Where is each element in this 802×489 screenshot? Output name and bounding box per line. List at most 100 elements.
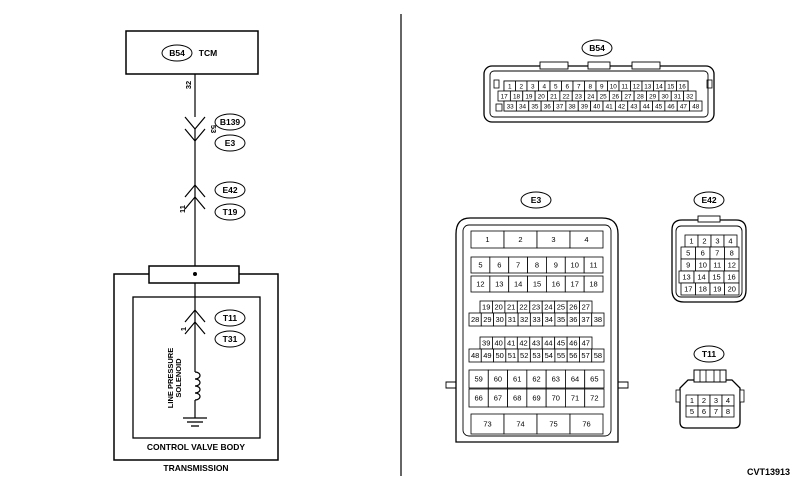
terminal-cell	[724, 282, 740, 296]
terminal-number: 5	[690, 407, 694, 416]
terminal-number: 23	[532, 302, 540, 311]
terminal-number: 13	[682, 272, 690, 281]
terminal-number: 34	[519, 103, 527, 110]
terminal-number: 2	[702, 236, 706, 245]
terminal-number: 44	[643, 103, 651, 110]
terminal-number: 18	[589, 279, 597, 288]
connector-label: E3	[531, 195, 542, 205]
connector-id: E3	[225, 138, 236, 148]
terminal-number: 5	[478, 260, 482, 269]
terminal-number: 6	[702, 407, 706, 416]
terminal-number: 54	[545, 351, 553, 360]
terminal-number: 74	[516, 419, 524, 428]
terminal-number: 9	[600, 83, 604, 90]
terminal-number: 3	[551, 235, 555, 244]
terminal-number: 30	[662, 93, 670, 100]
terminal-number: 28	[471, 315, 479, 324]
terminal-number: 2	[518, 235, 522, 244]
tcm-connector-id: B54	[169, 48, 185, 58]
terminal-number: 3	[531, 83, 535, 90]
terminal-number: 40	[593, 103, 601, 110]
terminal-number: 64	[571, 374, 579, 383]
pin-number: 1	[179, 327, 188, 331]
pin-number: 53	[209, 125, 218, 133]
terminal-number: 19	[482, 302, 490, 311]
terminal-number: 42	[519, 338, 527, 347]
terminal-number: 34	[545, 315, 553, 324]
terminal-number: 60	[494, 374, 502, 383]
terminal-number: 50	[496, 351, 504, 360]
terminal-number: 24	[544, 302, 552, 311]
terminal-number: 55	[557, 351, 565, 360]
connector-id: T31	[223, 334, 238, 344]
connector-id: B139	[220, 117, 241, 127]
terminal-number: 48	[692, 103, 700, 110]
terminal-number: 4	[726, 396, 730, 405]
terminal-number: 2	[702, 396, 706, 405]
connector-label: B54	[589, 43, 605, 53]
transmission-outline	[113, 273, 279, 461]
connector-id: T19	[223, 207, 238, 217]
terminal-cell	[583, 275, 604, 293]
terminal-number: 11	[621, 83, 628, 90]
terminal-number: 12	[728, 260, 736, 269]
terminal-number: 6	[565, 83, 569, 90]
terminal-number: 12	[476, 279, 484, 288]
terminal-number: 35	[531, 103, 539, 110]
terminal-cell	[583, 256, 604, 274]
terminal-number: 7	[715, 248, 719, 257]
tcm-block: B54 TCM	[125, 30, 259, 75]
terminal-number: 14	[697, 272, 705, 281]
terminal-number: 31	[508, 315, 516, 324]
terminal-cell	[569, 413, 604, 435]
terminal-number: 20	[728, 284, 736, 293]
terminal-number: 29	[649, 93, 657, 100]
terminal-number: 26	[612, 93, 620, 100]
terminal-number: 38	[569, 103, 577, 110]
terminal-number: 61	[513, 374, 521, 383]
connector-t11-t31: 1 T11 T31	[179, 309, 246, 348]
terminal-number: 4	[728, 236, 732, 245]
terminal-number: 17	[684, 284, 692, 293]
connector-id: T11	[223, 313, 237, 323]
terminal-number: 39	[482, 338, 490, 347]
terminal-number: 12	[633, 83, 641, 90]
terminal-number: 16	[552, 279, 560, 288]
terminal-number: 4	[542, 83, 546, 90]
tcm-label: TCM	[199, 48, 217, 58]
terminal-number: 4	[584, 235, 588, 244]
terminal-number: 7	[577, 83, 581, 90]
terminal-number: 1	[689, 236, 693, 245]
terminal-cell	[584, 369, 605, 389]
terminal-number: 13	[644, 83, 652, 90]
terminal-number: 32	[520, 315, 528, 324]
terminal-number: 42	[618, 103, 626, 110]
terminal-number: 25	[557, 302, 565, 311]
terminal-number: 39	[581, 103, 589, 110]
terminal-number: 22	[519, 302, 527, 311]
control-valve-body-label: CONTROL VALVE BODY	[147, 442, 246, 452]
connector-id: E42	[222, 185, 237, 195]
terminal-number: 9	[554, 260, 558, 269]
terminal-number: 2	[519, 83, 523, 90]
terminal-number: 23	[575, 93, 583, 100]
terminal-number: 8	[730, 248, 734, 257]
pin-number: 11	[178, 205, 187, 213]
terminal-number: 9	[686, 260, 690, 269]
junction-dot	[193, 272, 197, 276]
terminal-number: 20	[494, 302, 502, 311]
terminal-number: 35	[557, 315, 565, 324]
terminal-number: 53	[532, 351, 540, 360]
terminal-number: 13	[495, 279, 503, 288]
terminal-number: 31	[674, 93, 682, 100]
terminal-cell	[591, 312, 605, 327]
terminal-number: 57	[581, 351, 589, 360]
terminal-number: 70	[552, 393, 560, 402]
terminal-number: 19	[525, 93, 533, 100]
terminal-number: 52	[520, 351, 528, 360]
terminal-number: 15	[712, 272, 720, 281]
terminal-number: 7	[714, 407, 718, 416]
